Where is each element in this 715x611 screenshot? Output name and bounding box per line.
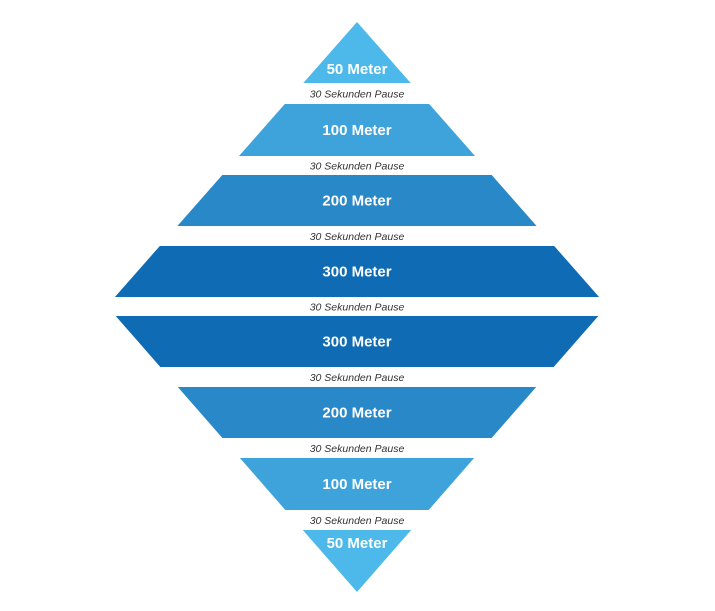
- pyramid-segment-8: [302, 530, 412, 592]
- pyramid-segment-label: 300 Meter: [322, 334, 391, 351]
- pyramid-segment-1: [303, 22, 411, 83]
- pyramid-segment-label: 100 Meter: [322, 476, 391, 493]
- pyramid-segment-2: [239, 104, 475, 156]
- pause-label: 30 Sekunden Pause: [310, 443, 405, 455]
- pause-label: 30 Sekunden Pause: [310, 302, 405, 314]
- pyramid-segment-label: 200 Meter: [322, 405, 391, 422]
- pyramid-segment-6: [177, 387, 537, 438]
- pyramid-segment-label: 50 Meter: [327, 535, 388, 552]
- pyramid-segment-7: [239, 458, 475, 510]
- pause-label: 30 Sekunden Pause: [310, 372, 405, 384]
- pause-label: 30 Sekunden Pause: [310, 161, 405, 173]
- pyramid-segment-label: 300 Meter: [322, 264, 391, 281]
- pyramid-segment-5: [115, 316, 599, 367]
- pause-label: 30 Sekunden Pause: [310, 89, 405, 101]
- pyramid-segment-label: 100 Meter: [322, 122, 391, 139]
- pyramid-segment-4: [114, 246, 600, 297]
- pause-label: 30 Sekunden Pause: [310, 231, 405, 243]
- pyramid-segment-3: [177, 175, 537, 226]
- pyramid-segment-label: 200 Meter: [322, 193, 391, 210]
- pyramid-segment-label: 50 Meter: [327, 61, 388, 78]
- pause-label: 30 Sekunden Pause: [310, 515, 405, 527]
